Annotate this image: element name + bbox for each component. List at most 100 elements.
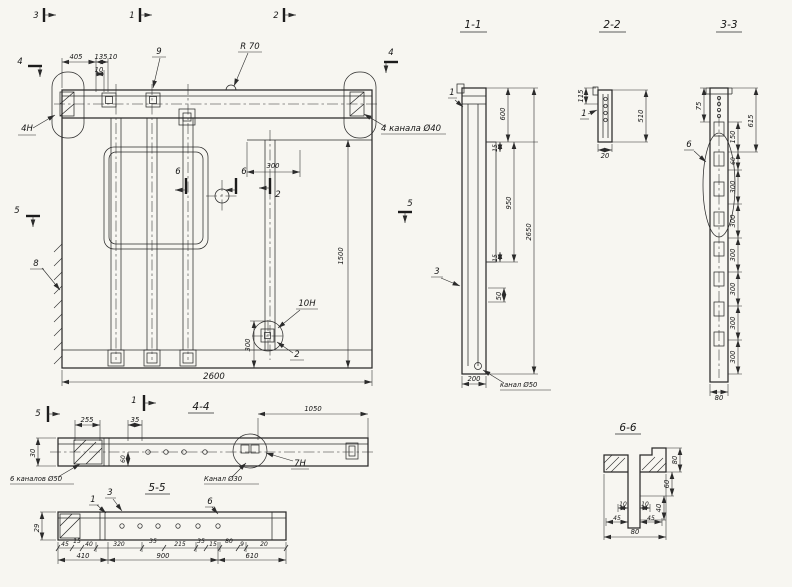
s55-dim-900: 900 xyxy=(157,552,170,560)
s11-inner xyxy=(456,83,497,366)
dim-300-h: 300 xyxy=(267,162,280,170)
s11-dim-15-bot: 15 xyxy=(492,254,499,262)
label-8: 8 xyxy=(33,259,39,269)
centerlines xyxy=(54,84,380,360)
s11-label-kanal-50: канал Ø50 xyxy=(500,381,537,389)
radius-label: R 70 xyxy=(240,42,259,52)
s44-hole xyxy=(163,449,169,455)
cut-marker-2-low: 2 xyxy=(275,190,280,200)
detail-balloon-left xyxy=(51,71,85,139)
s66-dim-60: 60 xyxy=(663,480,671,489)
s33-dim-60: 60 xyxy=(730,157,737,165)
s66-dim-40: 40 xyxy=(655,504,663,513)
section-4-4: 5 1 4-4 255 35 1050 30 60 6 каналов Ø50 … xyxy=(10,395,374,485)
s11-outline xyxy=(461,87,487,375)
dim-135: 135 xyxy=(95,53,108,61)
cut-marker-4-left: 4 xyxy=(17,57,22,67)
s44-dim-255: 255 xyxy=(81,416,94,424)
s66-dim-45-right: 45 xyxy=(647,515,655,522)
s55-label-1: 1 xyxy=(90,495,95,505)
s33-dim-615: 615 xyxy=(747,115,755,128)
cut-marker-3: 3 xyxy=(33,11,38,21)
s44-outline xyxy=(57,437,369,467)
s33-dim-300: 300 xyxy=(729,317,737,330)
section-title-2-2: 2-2 xyxy=(603,19,620,31)
s11-channel-hole xyxy=(474,362,482,370)
cut-marker-5-left: 5 xyxy=(14,206,19,216)
leader-4n xyxy=(32,114,56,129)
section-3-3: 3-3 75 615 6 150 60 300 300 300 300 300 … xyxy=(684,19,759,402)
s55-hole xyxy=(119,523,125,529)
section-6-6: 6-6 80 60 40 10 10 45 45 80 xyxy=(603,422,683,540)
s44-dim-1050: 1050 xyxy=(304,405,321,413)
s44-dim-60: 60 xyxy=(120,455,127,463)
s66-dim-10-left: 10 xyxy=(619,501,627,508)
s33-dim-75: 75 xyxy=(695,102,703,111)
s55-chain-dim: 35 xyxy=(149,538,157,545)
dim-300-v: 300 xyxy=(244,339,252,352)
panel-inner-lines xyxy=(62,95,372,351)
s55-chain-dim: 15 xyxy=(209,541,217,548)
beam-end-right xyxy=(349,91,365,117)
label-9: 9 xyxy=(156,47,161,57)
center-hole xyxy=(214,188,230,204)
s22-dim-510: 510 xyxy=(637,110,645,123)
s44-hole xyxy=(202,449,208,455)
s66-dim-10-right: 10 xyxy=(641,501,649,508)
s55-chain-dim: 45 xyxy=(61,541,69,548)
s33-dim-300: 300 xyxy=(729,283,737,296)
s11-leader-kanal xyxy=(482,369,505,384)
s33-cap xyxy=(705,87,733,95)
leader-9 xyxy=(152,57,161,89)
feet-squares xyxy=(107,349,197,367)
s11-label-3: 3 xyxy=(434,267,439,277)
cut-marker-5-right: 5 xyxy=(407,199,412,209)
cut-marker-6-left: 6 xyxy=(175,167,181,177)
cut-marker-1: 1 xyxy=(129,11,134,21)
s44-cut-marker-5: 5 xyxy=(35,409,40,419)
anchor-squares xyxy=(101,92,196,126)
s44-underlines xyxy=(10,468,309,485)
s11-dim-200: 200 xyxy=(468,375,481,383)
cut-marker-4-right: 4 xyxy=(388,48,393,58)
cut-marker-2: 2 xyxy=(273,11,278,21)
s55-hole xyxy=(175,523,181,529)
label-4n: 4Н xyxy=(21,124,33,134)
s55-dim-610: 610 xyxy=(246,552,259,560)
s44-leader-6-channels xyxy=(57,463,81,478)
s55-label-6: 6 xyxy=(207,497,213,507)
s33-channel-cells xyxy=(713,121,725,347)
s33-hole xyxy=(717,114,721,118)
s55-inner xyxy=(58,512,286,540)
s55-chain-dim: 40 xyxy=(85,541,93,548)
s44-label-6-channels: 6 каналов Ø50 xyxy=(10,475,62,483)
s55-hole xyxy=(215,523,221,529)
s66-dim-80-right: 80 xyxy=(671,456,679,465)
dim-10-top: 10 xyxy=(109,53,118,61)
dim-405: 405 xyxy=(70,53,83,61)
s22-extensions xyxy=(584,87,648,152)
s33-dim-300: 300 xyxy=(729,249,737,262)
leader-2 xyxy=(276,341,294,354)
label-2: 2 xyxy=(294,350,299,360)
s55-label-3: 3 xyxy=(107,488,112,498)
section-5-5: 5-5 3 1 6 29 45 15 40 320 35 215 35 15 8… xyxy=(33,482,289,564)
s33-leader-6 xyxy=(693,150,707,163)
leader-8 xyxy=(41,267,61,291)
cut-marker-6-right: 6 xyxy=(241,167,247,177)
s66-outline xyxy=(603,447,667,529)
section-title-3-3: 3-3 xyxy=(720,19,737,31)
leader-4-channels xyxy=(363,113,387,128)
opening-inner xyxy=(108,151,204,245)
s33-hole xyxy=(717,96,721,100)
s55-chain-dim: 9 xyxy=(240,541,244,548)
s55-hole xyxy=(155,523,161,529)
s22-hole xyxy=(603,96,608,102)
detail-insert xyxy=(260,328,275,343)
s55-chain-dim: 15 xyxy=(73,538,81,545)
section-title-1-1: 1-1 xyxy=(464,19,481,31)
opening-outer xyxy=(103,146,209,250)
cut-markers-top: 3 1 2 xyxy=(33,8,296,22)
s55-chain-dim: 20 xyxy=(260,541,268,548)
